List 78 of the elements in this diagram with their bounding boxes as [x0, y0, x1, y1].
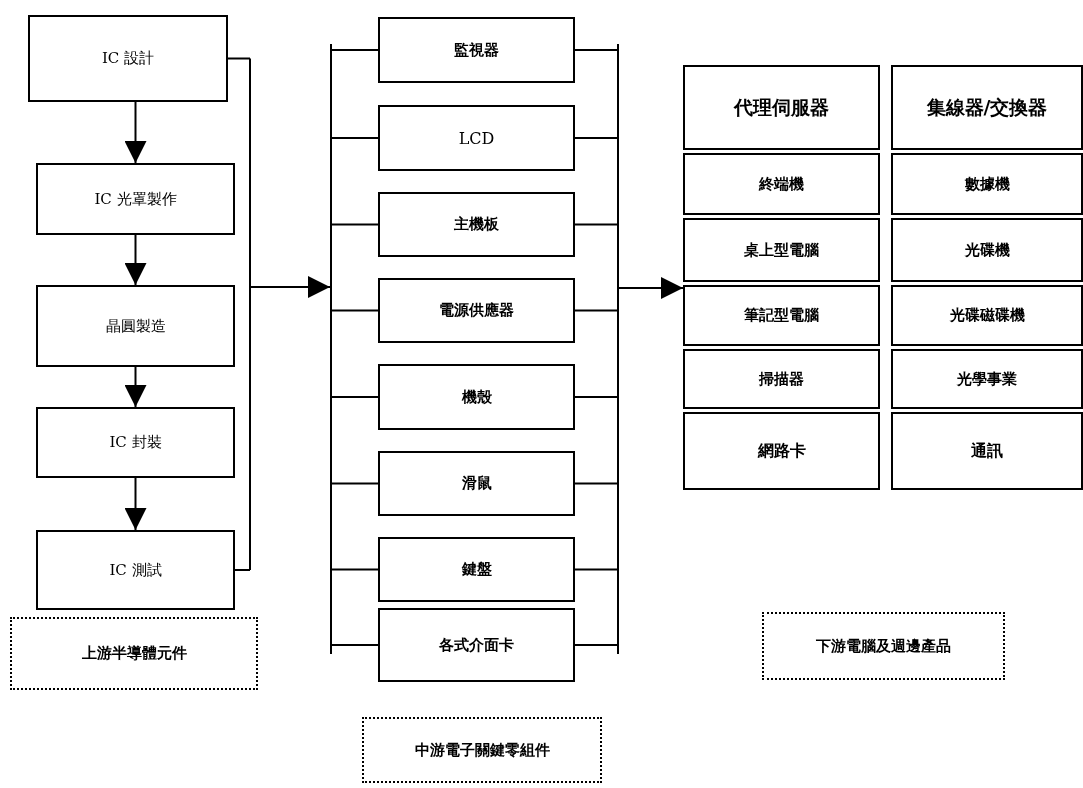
box-text: IC 設計 — [101, 49, 155, 68]
stage-label-box — [10, 617, 258, 690]
box-text: 晶圓製造 — [105, 316, 166, 336]
connector-line — [574, 49, 618, 51]
box-text: 中游電子關鍵零組件 — [414, 740, 550, 760]
connector-arrow — [124, 101, 147, 164]
stage-label-box — [762, 612, 1005, 680]
process-box — [891, 218, 1083, 282]
box-text: 上游半導體元件 — [81, 644, 187, 663]
connector-arrow — [124, 477, 147, 531]
box-text: 代理伺服器 — [734, 94, 829, 120]
process-box — [378, 105, 575, 171]
process-box — [683, 218, 880, 282]
process-box — [36, 285, 235, 367]
process-box — [378, 364, 575, 430]
box-text: 終端機 — [759, 174, 804, 194]
process-box — [378, 192, 575, 257]
connector-arrow — [227, 57, 331, 571]
process-box — [891, 349, 1083, 409]
connector-line — [331, 396, 379, 398]
process-box — [378, 17, 575, 83]
box-text: 網路卡 — [757, 440, 806, 462]
process-box — [891, 153, 1083, 215]
process-box — [891, 65, 1083, 150]
box-text: 鍵盤 — [461, 560, 492, 579]
connector-arrow — [124, 234, 147, 286]
connector-line — [331, 482, 379, 485]
connector-line — [574, 644, 618, 646]
box-text: 下游電腦及週邊產品 — [816, 636, 951, 656]
process-box — [683, 349, 880, 409]
connector-line — [331, 223, 379, 226]
box-text: 筆記型電腦 — [744, 306, 819, 325]
box-text: 掃描器 — [759, 369, 804, 389]
connector-arrow — [618, 277, 684, 299]
process-box — [36, 407, 235, 478]
process-box — [683, 412, 880, 490]
box-text: 主機板 — [454, 215, 499, 234]
process-box — [683, 285, 880, 346]
process-box — [378, 451, 575, 516]
box-text: 機殼 — [461, 387, 492, 407]
stage-label-box — [362, 717, 602, 783]
process-box — [36, 530, 235, 610]
box-text: LCD — [458, 128, 495, 148]
process-box — [683, 65, 880, 150]
connector-line — [574, 223, 618, 226]
box-text: 滑鼠 — [461, 474, 492, 493]
connector-line — [574, 396, 618, 398]
process-box — [891, 285, 1083, 346]
process-box — [378, 278, 575, 343]
connector-line — [331, 49, 379, 51]
box-text: 光碟機 — [964, 240, 1010, 260]
box-text: 集線器/交換器 — [926, 94, 1048, 120]
box-text: IC 光罩製作 — [94, 189, 177, 209]
connector-line — [574, 568, 618, 571]
box-text: 電源供應器 — [439, 301, 514, 320]
box-text: 通訊 — [971, 440, 1003, 462]
process-box — [683, 153, 880, 215]
box-text: 各式介面卡 — [439, 635, 514, 655]
connector-line — [574, 137, 618, 139]
process-box — [36, 163, 235, 235]
process-box — [378, 537, 575, 602]
box-text: IC 測試 — [109, 560, 162, 580]
box-text: 數據機 — [964, 174, 1010, 194]
connector-line — [331, 309, 379, 312]
box-text: 監視器 — [454, 40, 499, 60]
connector-line — [574, 482, 618, 485]
connector-line — [331, 137, 379, 139]
box-text: 光學事業 — [957, 369, 1017, 389]
connector-arrow — [124, 366, 147, 408]
box-text: 桌上型電腦 — [744, 240, 819, 260]
process-box — [891, 412, 1083, 490]
process-box — [28, 15, 228, 102]
box-text: 光碟磁碟機 — [949, 306, 1025, 325]
connector-line — [331, 568, 379, 571]
connector-line — [574, 309, 618, 312]
process-box — [378, 608, 575, 682]
box-text: IC 封裝 — [109, 433, 162, 452]
connector-line — [331, 644, 379, 646]
